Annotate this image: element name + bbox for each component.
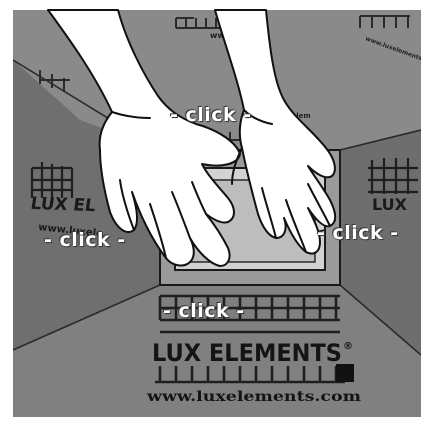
right-brand-text: LUX [372, 195, 408, 214]
click-label-bottom[interactable]: - click - [163, 300, 245, 322]
left-brand-text: LUX EL [29, 194, 97, 216]
click-label-right[interactable]: - click - [317, 222, 399, 244]
click-label-top[interactable]: - click - [170, 104, 252, 126]
bottom-website-text: www.luxelements.com [146, 389, 361, 405]
click-label-left[interactable]: - click - [44, 229, 126, 251]
bottom-brand-text: LUX ELEMENTS [152, 339, 342, 367]
registered-mark: ® [343, 341, 353, 352]
